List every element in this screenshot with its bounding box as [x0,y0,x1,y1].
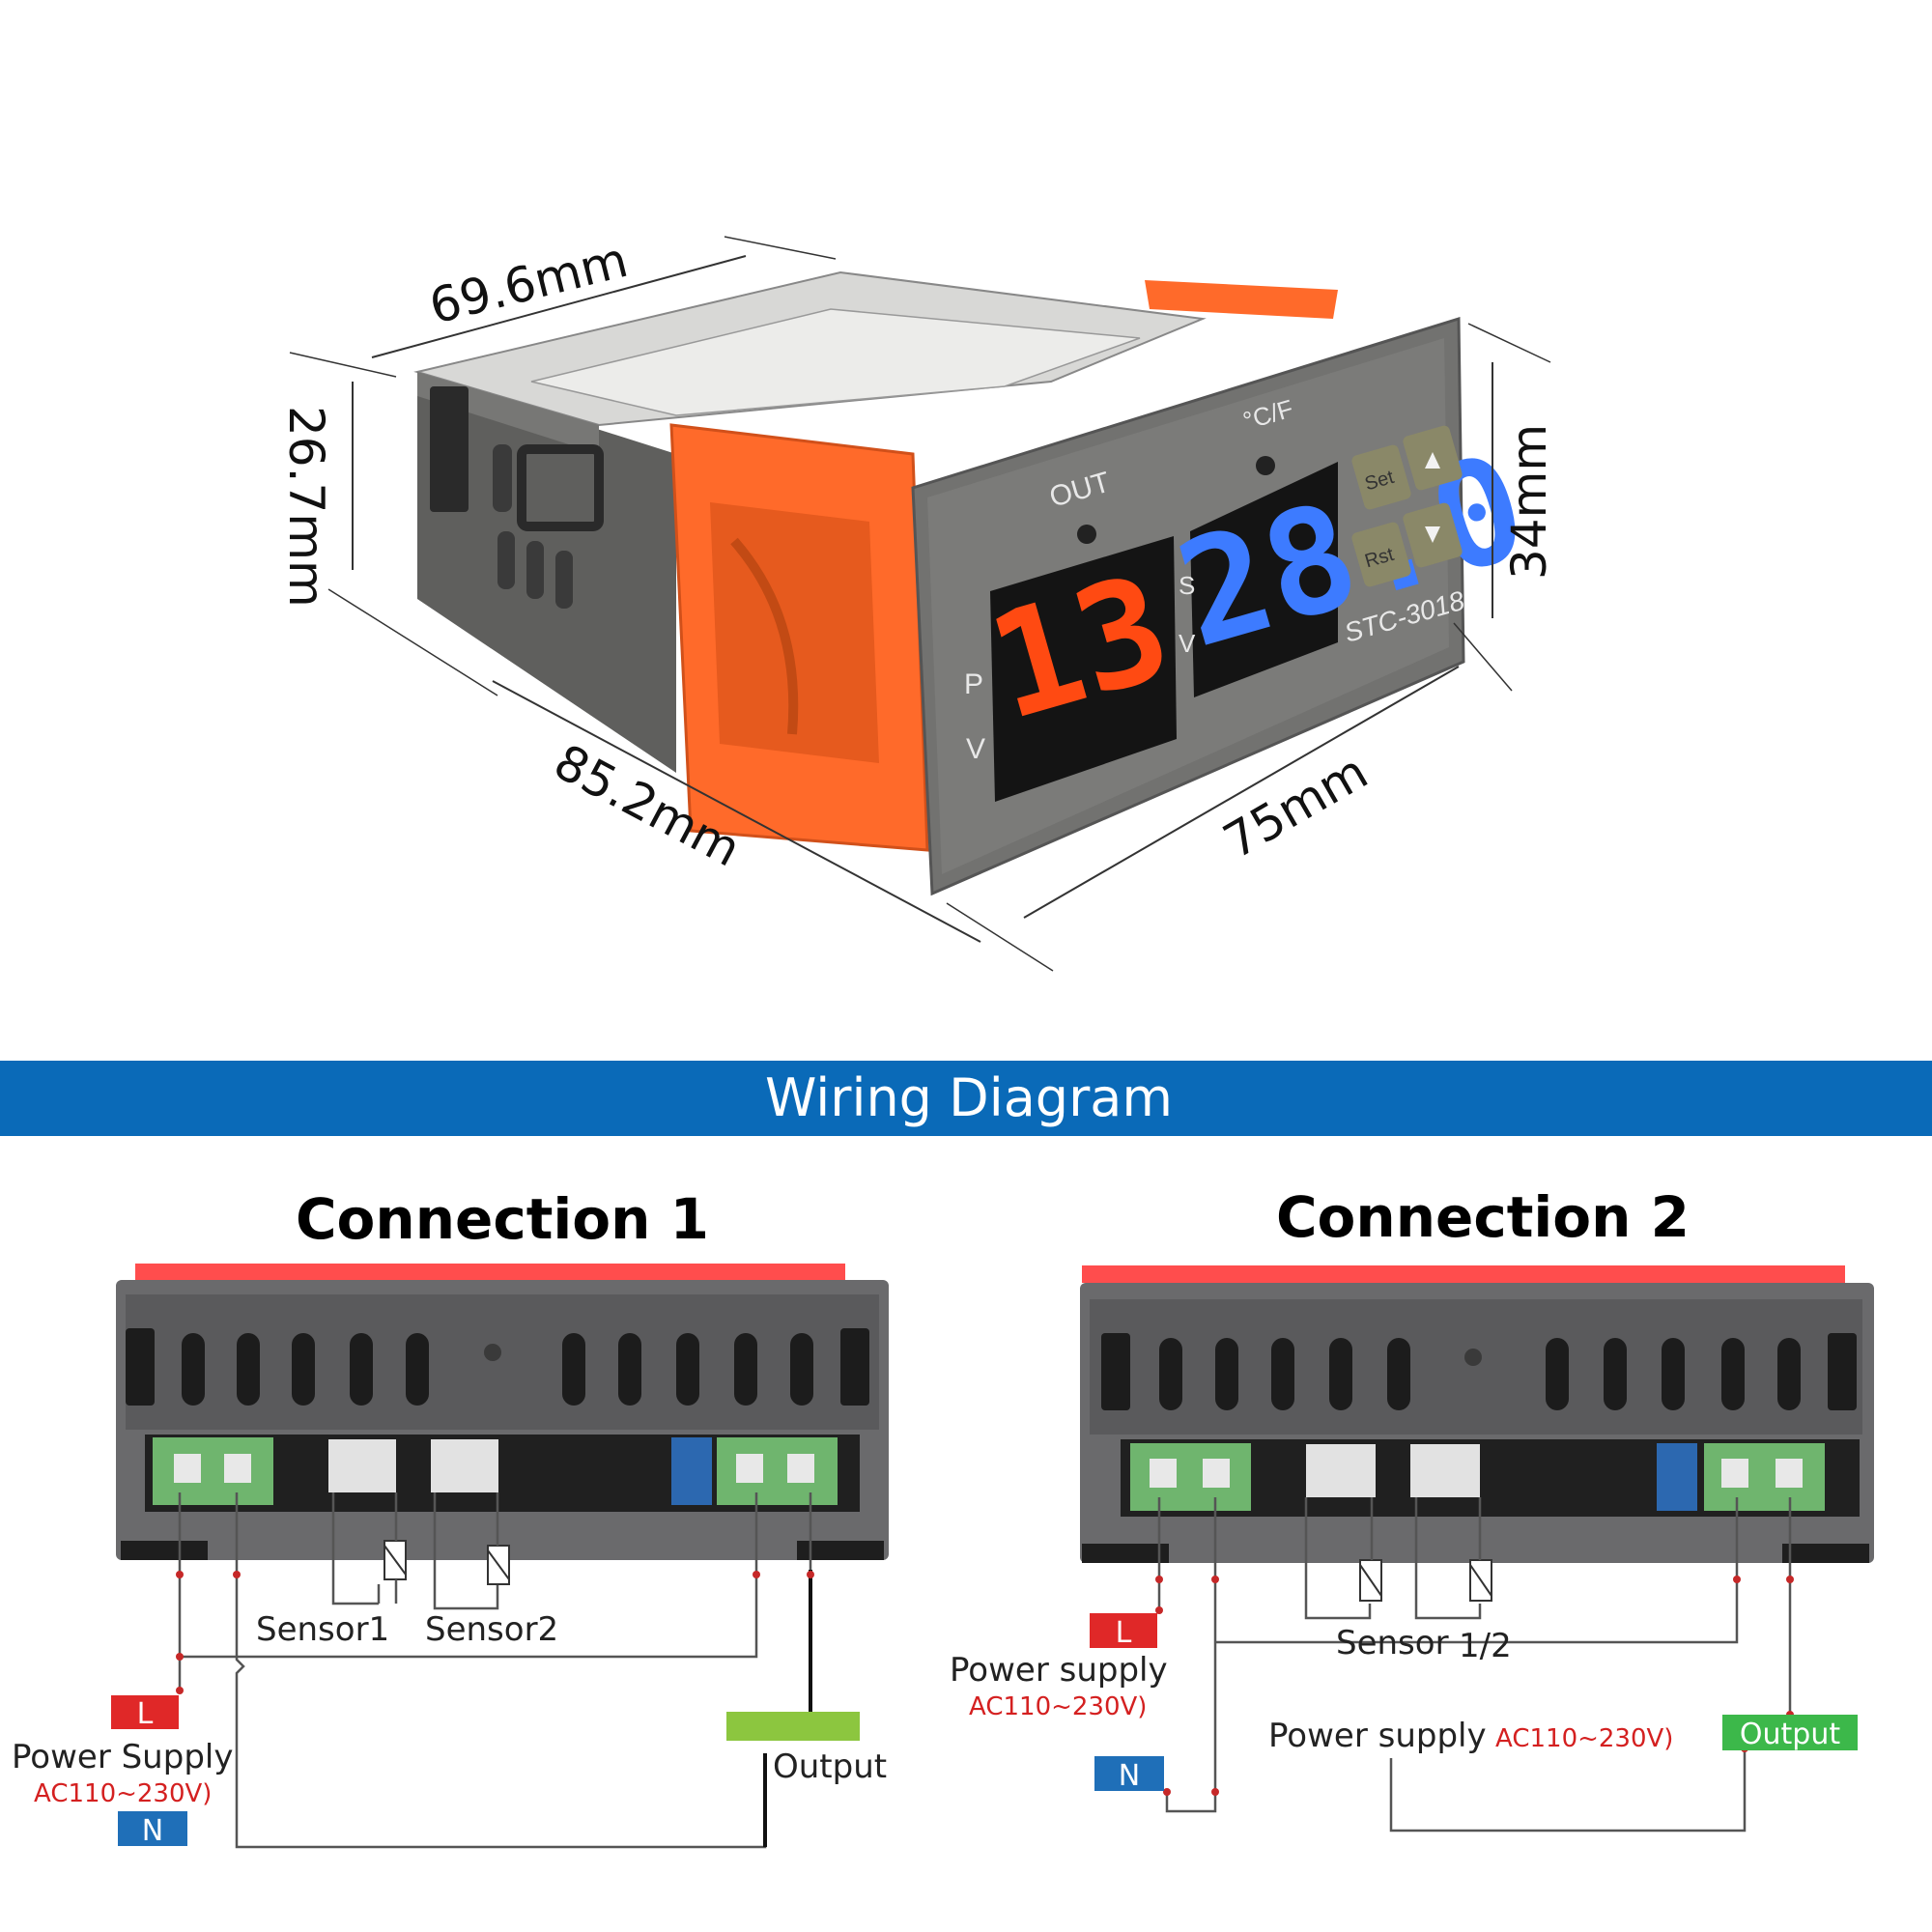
out-indicator-led [1077,525,1096,544]
svg-text:L: L [1116,1616,1132,1650]
set-button[interactable]: Set [1350,443,1412,511]
power-spec-label: AC110~230V) [34,1779,212,1808]
output-bar [726,1712,860,1741]
power-spec-label-mid: AC110~230V) [1495,1724,1673,1753]
power-supply-label-mid: Power supply [1268,1717,1487,1755]
unit-indicator-led [1256,456,1275,475]
l-tag-2: L [1090,1613,1157,1650]
power-supply-label-left: Power supply [950,1651,1168,1690]
power-spec-label-left: AC110~230V) [969,1692,1147,1721]
svg-text:N: N [1119,1759,1140,1793]
svg-text:Output: Output [1740,1718,1840,1751]
v-side-label: V [966,733,985,765]
l-tag: L [111,1695,179,1731]
n-tag: N [118,1811,187,1848]
connection-2-diagram: Connection 2 [950,1184,1874,1833]
sensor2-label: Sensor2 [425,1610,558,1649]
output-tag-2: Output [1722,1715,1858,1751]
rst-button[interactable]: Rst [1350,521,1412,588]
up-button[interactable] [1402,424,1463,492]
p-label: P [964,668,983,700]
top-width-dimension: 69.6mm [424,232,634,335]
svg-text:L: L [137,1697,154,1731]
connection-1-title: Connection 1 [296,1186,709,1252]
power-supply-label: Power Supply [12,1738,233,1776]
banner-title: Wiring Diagram [765,1067,1173,1128]
connection-2-title: Connection 2 [1276,1184,1690,1250]
front-width-dimension: 75mm [1214,744,1377,870]
output-label: Output [773,1747,887,1786]
sensor-suffix-label: 1/2 [1459,1627,1512,1665]
up-arrow-icon [1425,452,1440,469]
sensor-label: Sensor [1336,1624,1449,1662]
thermostat-product: 13.9 28.0 OUT °C/F S V P V STC-3018 Set … [413,270,1543,896]
sensor1-label: Sensor1 [256,1610,389,1649]
v-label: V [1179,629,1196,658]
right-height-dimension: 34mm [1501,424,1557,580]
wiring-diagram-banner: Wiring Diagram [0,1061,1932,1136]
n-tag-2: N [1094,1756,1164,1793]
connection-1-diagram: Connection 1 [12,1186,889,1849]
down-arrow-icon [1425,526,1440,543]
svg-text:N: N [142,1814,163,1848]
s-label: S [1179,571,1195,600]
left-height-dimension: 26.7mm [278,406,334,608]
down-button[interactable] [1402,501,1463,569]
